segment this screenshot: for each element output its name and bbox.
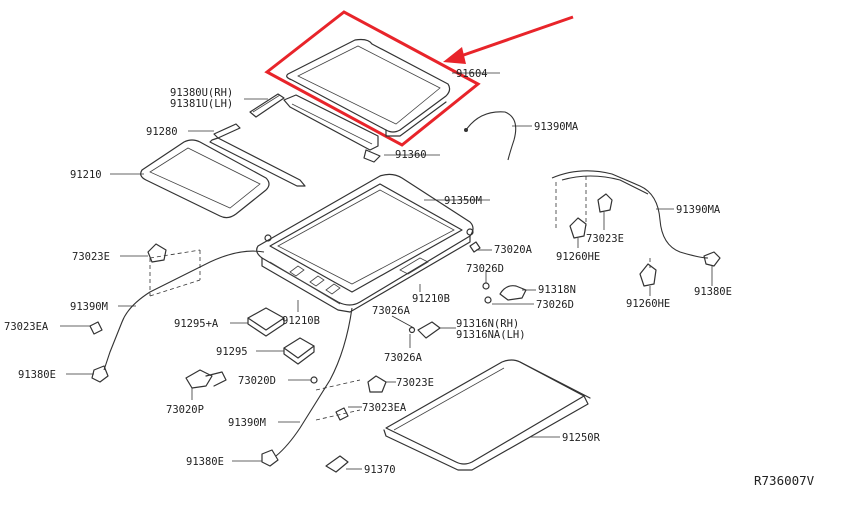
cable-91390ma-right (551, 170, 709, 259)
label-73020d: 73020D (238, 375, 276, 387)
label-91390m-center: 91390M (228, 417, 266, 429)
leader-lines (60, 72, 713, 470)
label-91360: 91360 (395, 149, 427, 161)
bracket-91318n (499, 285, 527, 301)
diagram-reference-code: R736007V (754, 473, 815, 488)
motor-91295 (283, 337, 315, 365)
label-73023ea-left: 73023EA (4, 321, 49, 333)
clip-73020d (310, 376, 318, 384)
glass-panel-91604 (286, 38, 451, 137)
label-73026a-top: 73026A (372, 305, 411, 317)
connector-91380e-right (703, 251, 721, 282)
bracket-91316n (408, 321, 441, 339)
connector-91380e-left (91, 365, 109, 383)
label-91380u-rh: 91380U(RH) (170, 87, 233, 99)
label-91381u-lh: 91381U(LH) (170, 98, 233, 110)
bracket-73023e-left (147, 243, 167, 263)
wind-deflector-91360 (283, 94, 381, 163)
seal-91280 (209, 123, 306, 187)
part-labels: 91604 91380U(RH) 91381U(LH) 91280 91360 … (4, 68, 815, 488)
label-91260he-left: 91260HE (556, 251, 600, 263)
motor-91295a (247, 307, 285, 337)
label-91295-plus-a: 91295+A (174, 318, 219, 330)
clip-91260he-right (639, 258, 657, 287)
label-91390ma-top: 91390MA (534, 121, 579, 133)
cable-91390m-center (275, 307, 361, 457)
clip-73020a (469, 241, 481, 253)
label-91210b-right: 91210B (412, 293, 450, 305)
sunshade-panel-91210 (140, 139, 270, 219)
label-91380e-left: 91380E (18, 369, 56, 381)
label-73026d-top: 73026D (466, 263, 504, 275)
label-91316na-lh: 91316NA(LH) (456, 329, 526, 341)
cable-91390ma-top (464, 111, 517, 161)
label-91210b-center: 91210B (282, 315, 320, 327)
label-73026a-bottom: 73026A (384, 352, 423, 364)
label-91604: 91604 (456, 68, 488, 80)
bolt-73026d-bottom (484, 296, 492, 304)
clip-73023ea-left (89, 321, 103, 335)
bracket-91370 (325, 455, 349, 473)
bolt-73026d-top (482, 276, 490, 290)
label-73023e-right: 73023E (586, 233, 624, 245)
label-91370: 91370 (364, 464, 396, 476)
label-91380e-right: 91380E (694, 286, 732, 298)
label-73020a: 73020A (494, 244, 533, 256)
label-91316n-rh: 91316N(RH) (456, 318, 519, 330)
highlight-box (264, 10, 481, 147)
clip-91260he-left (569, 217, 587, 239)
bracket-73023e-right (555, 176, 613, 230)
label-91280: 91280 (146, 126, 178, 138)
label-91250r: 91250R (562, 432, 601, 444)
deflector-91380u (249, 93, 285, 118)
label-91260he-right: 91260HE (626, 298, 670, 310)
bracket-73023e-center (367, 375, 387, 393)
label-73023e-left: 73023E (72, 251, 110, 263)
label-91210: 91210 (70, 169, 102, 181)
label-73023ea-center: 73023EA (362, 402, 407, 414)
drain-73020p (185, 369, 227, 389)
label-91390m-left: 91390M (70, 301, 108, 313)
label-91390ma-right: 91390MA (676, 204, 721, 216)
connector-91380e-bottom (261, 449, 279, 467)
clip-73023ea-center (335, 407, 349, 421)
label-91318n: 91318N (538, 284, 576, 296)
label-91350m: 91350M (444, 195, 482, 207)
label-73026d-bottom: 73026D (536, 299, 574, 311)
label-91295: 91295 (216, 346, 248, 358)
sunroof-frame-91350m (256, 173, 474, 313)
label-73023e-center: 73023E (396, 377, 434, 389)
sunshade-roll-91250r (383, 359, 591, 471)
cable-91390m-left (103, 249, 265, 371)
label-73020p: 73020P (166, 404, 204, 416)
label-91380e-bottom: 91380E (186, 456, 224, 468)
highlight-arrow (443, 15, 574, 64)
